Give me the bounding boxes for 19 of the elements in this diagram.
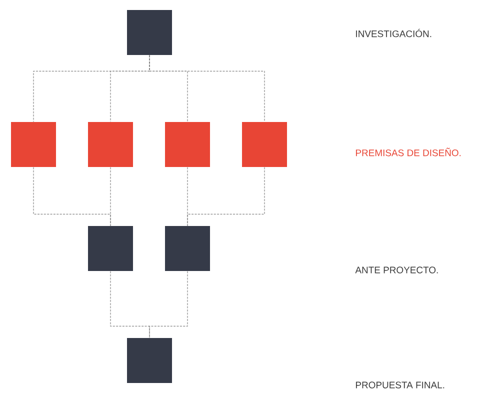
connector-line [110,270,150,338]
connector-line [110,166,111,226]
level-label: PREMISAS DE DISEÑO. [356,148,461,156]
square-block [11,122,56,167]
level-label: PROPUESTA FINAL. [356,382,444,388]
connector-line [33,166,111,226]
square-block [242,122,287,167]
square-block [127,338,172,383]
square-block [165,226,210,271]
square-block [88,122,133,167]
connector-line [149,54,265,122]
connector-line [187,166,265,226]
level-label: INVESTIGACIÓN. [356,28,432,38]
square-block [127,10,172,55]
level-label: ANTE PROYECTO. [355,266,438,274]
connector-line [187,166,188,226]
square-block [88,226,133,271]
connector-line [149,270,188,338]
square-block [165,122,210,167]
